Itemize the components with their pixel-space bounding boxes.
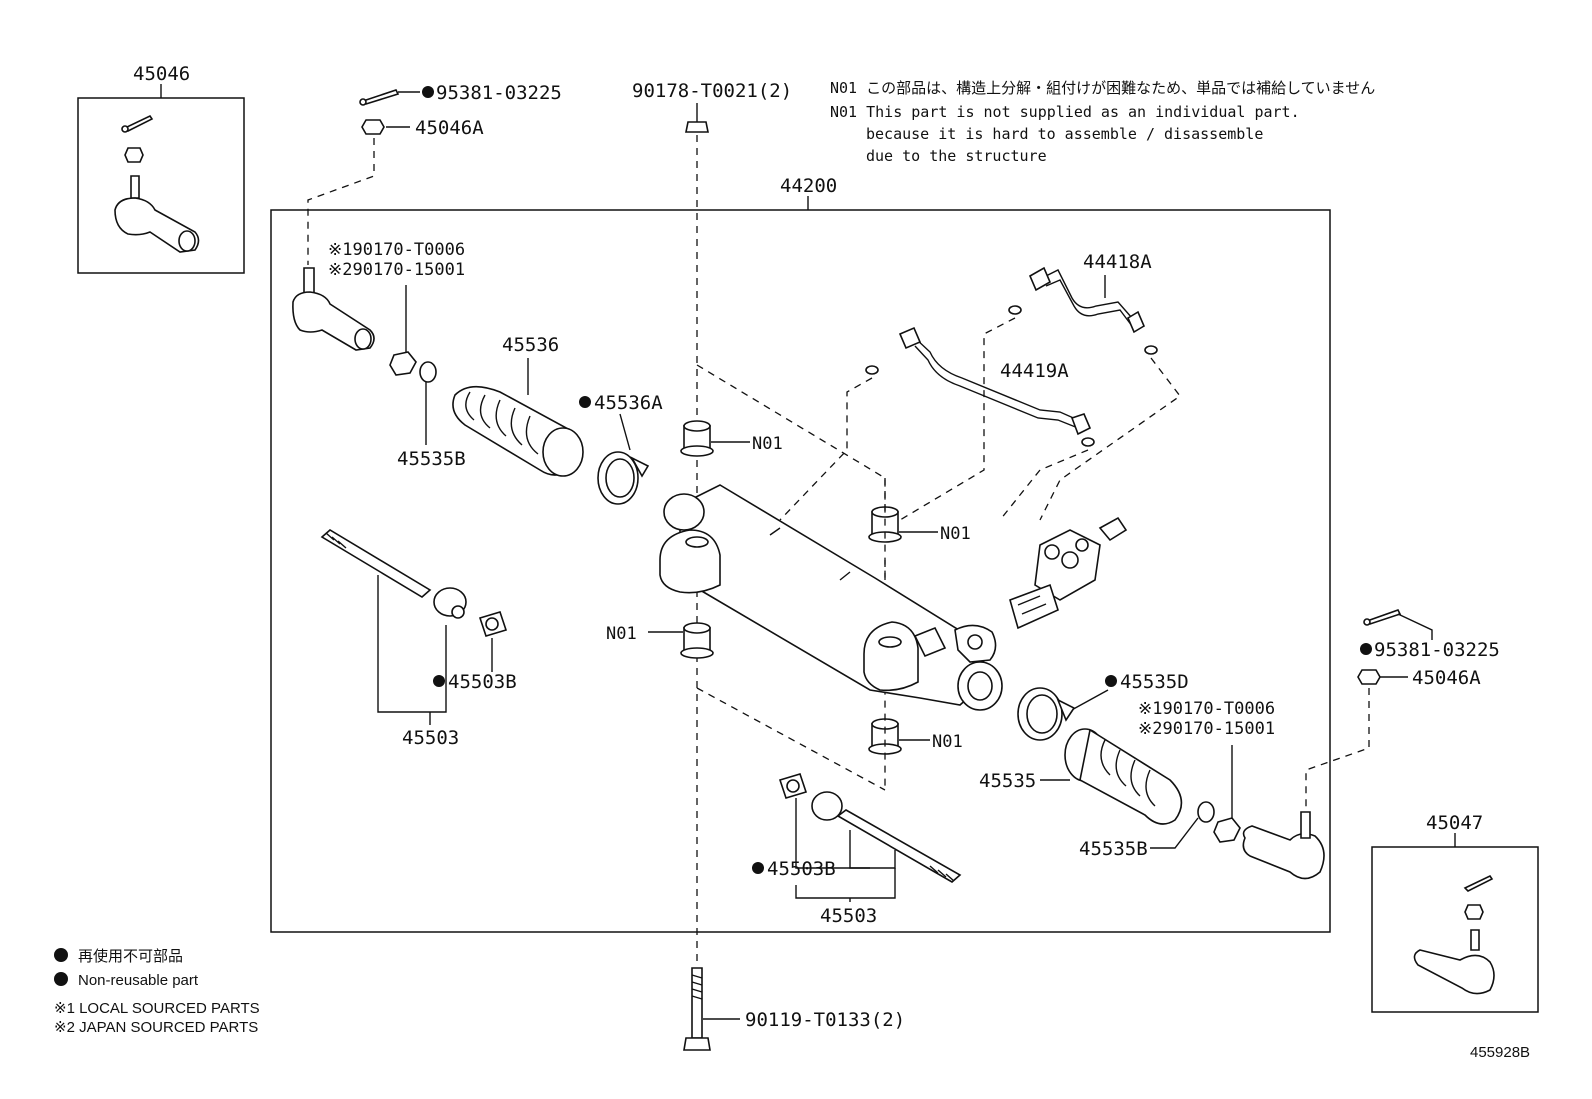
label-45046A-right: 45046A (1412, 667, 1481, 689)
label-45503B-left: 45503B (448, 671, 517, 693)
label-190170-left: ※190170-T0006 (328, 240, 465, 260)
label-44418A: 44418A (1083, 251, 1152, 273)
clip-icon (1197, 801, 1215, 823)
label-n01-c: N01 (606, 624, 637, 644)
tie-rod-end-right-icon (1242, 811, 1325, 880)
legend-local-sourced: ※1 LOCAL SOURCED PARTS (54, 1000, 260, 1017)
assembly-frame-44200 (270, 209, 1331, 933)
bushing-icon (680, 420, 714, 457)
label-45535: 45535 (979, 770, 1036, 792)
nonreusable-dot-icon (1360, 643, 1372, 655)
note-n01-jp: N01 この部品は、構造上分解・組付けが困難なため、単品では補給していません (830, 79, 1375, 97)
lock-nut-icon (389, 351, 417, 376)
boot-clamp-icon (1017, 687, 1076, 741)
legend-dot-icon (54, 948, 68, 962)
legend-nonreusable-jp: 再使用不可部品 (78, 948, 183, 965)
legend-dot-icon (54, 972, 68, 986)
boot-clamp-icon (597, 451, 650, 505)
nonreusable-dot-icon (1105, 675, 1117, 687)
label-45046A-top: 45046A (415, 117, 484, 139)
label-45503-right: 45503 (820, 905, 877, 927)
rack-boot-left-icon (452, 385, 584, 477)
washer-icon (865, 365, 879, 375)
label-45536: 45536 (502, 334, 559, 356)
label-190170-right: ※190170-T0006 (1138, 699, 1275, 719)
inner-tie-rod-left-icon (320, 529, 508, 637)
label-45047: 45047 (1426, 812, 1483, 834)
label-45535B-right: 45535B (1079, 838, 1148, 860)
note-n01-en-1: N01 This part is not supplied as an indi… (830, 103, 1300, 121)
nut-icon (361, 119, 385, 135)
label-45536A: 45536A (594, 392, 663, 414)
label-290170-left: ※290170-15001 (328, 260, 465, 280)
legend-japan-sourced: ※2 JAPAN SOURCED PARTS (54, 1019, 258, 1036)
return-pipe-icon (898, 326, 1092, 436)
bushing-icon (680, 622, 714, 659)
label-95381-top: 95381-03225 (436, 82, 562, 104)
bolt-icon (683, 967, 711, 1051)
figure-id: 455928B (1470, 1044, 1530, 1061)
washer-icon (1144, 345, 1158, 355)
label-44419A: 44419A (1000, 360, 1069, 382)
bolt-head-icon (685, 121, 709, 133)
label-90178: 90178-T0021(2) (632, 80, 792, 102)
pressure-pipe-icon (1028, 266, 1146, 334)
label-290170-right: ※290170-15001 (1138, 719, 1275, 739)
washer-icon (1081, 437, 1095, 447)
label-45535D: 45535D (1120, 671, 1189, 693)
bushing-icon (868, 718, 902, 755)
label-n01-b: N01 (940, 524, 971, 544)
label-45503B-right: 45503B (767, 858, 836, 880)
lock-nut-icon (1213, 817, 1241, 843)
steering-gear-housing-icon (659, 484, 1003, 711)
tie-rod-end-left-icon (292, 267, 375, 351)
label-45046: 45046 (133, 63, 190, 85)
tie-rod-end-icon (114, 114, 200, 253)
inset-frame-45046 (77, 97, 245, 274)
washer-icon (1008, 305, 1022, 315)
label-45535B-left: 45535B (397, 448, 466, 470)
inner-tie-rod-right-icon (778, 773, 962, 883)
label-n01-d: N01 (932, 732, 963, 752)
pinion-valve-icon (1009, 516, 1128, 630)
rack-boot-right-icon (1064, 728, 1183, 825)
note-n01-en-2: because it is hard to assemble / disasse… (866, 125, 1263, 143)
nonreusable-dot-icon (579, 396, 591, 408)
nonreusable-dot-icon (422, 86, 434, 98)
legend-nonreusable-en: Non-reusable part (78, 972, 199, 989)
nonreusable-dot-icon (752, 862, 764, 874)
clip-icon (419, 361, 437, 383)
label-45503-left: 45503 (402, 727, 459, 749)
inset-frame-45047 (1371, 846, 1539, 1013)
label-n01-a: N01 (752, 434, 783, 454)
nut-icon (1357, 669, 1381, 685)
tie-rod-end-icon (1413, 874, 1495, 995)
label-95381-right: 95381-03225 (1374, 639, 1500, 661)
label-44200: 44200 (780, 175, 837, 197)
label-90119: 90119-T0133(2) (745, 1009, 905, 1031)
note-n01-en-3: due to the structure (866, 147, 1047, 165)
nonreusable-dot-icon (433, 675, 445, 687)
